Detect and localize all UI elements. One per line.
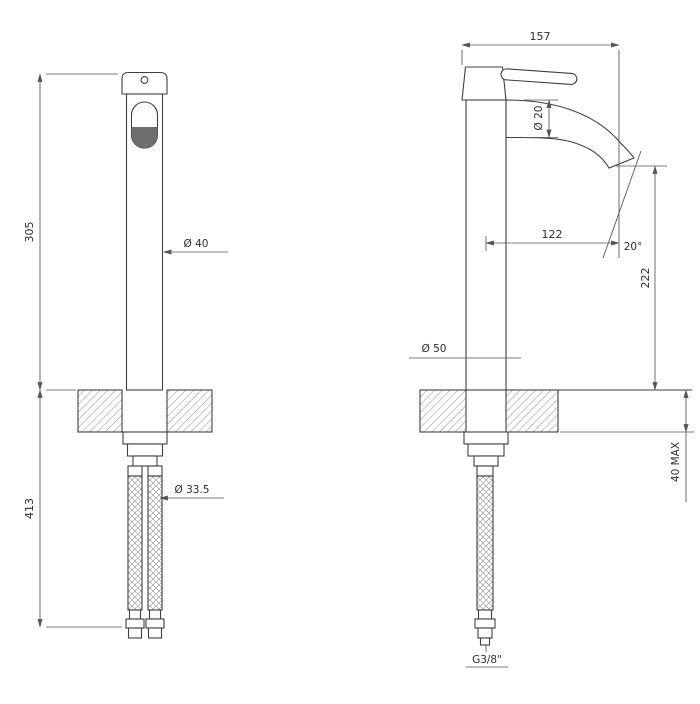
hose-fitting-right-top xyxy=(147,465,163,477)
angle-reference-line xyxy=(602,150,642,259)
mounting-locknut-front xyxy=(122,431,168,445)
hose-connector-left-flange xyxy=(125,618,145,629)
dim-side-spout-angle-label: 20° xyxy=(624,241,643,253)
hose-fitting-side-top xyxy=(476,465,494,477)
dim-front-body-diameter-label: Ø 40 xyxy=(184,238,209,250)
dim-front-height-lower-label: 413 xyxy=(23,498,36,519)
faucet-side-cap xyxy=(461,66,507,101)
cap-screw-icon xyxy=(140,76,149,84)
mounting-nut-front xyxy=(126,443,164,457)
spout-opening-shadow xyxy=(131,127,158,148)
supply-hose-left xyxy=(127,475,143,611)
dim-side-spout-height-label: 222 xyxy=(639,268,652,289)
dimension-labels: 305 413 Ø 40 Ø 33.5 157 Ø 20 122 20° 222… xyxy=(23,30,682,666)
dim-side-deck-thickness-label: 40 MAX xyxy=(670,442,682,482)
inlet-connector-body xyxy=(477,627,493,639)
deck-section-side-left xyxy=(419,389,467,433)
hose-fitting-side-bottom xyxy=(477,609,493,620)
deck-section-front-right xyxy=(166,389,213,433)
mounting-nut-side xyxy=(467,443,505,457)
hose-fitting-right-bottom xyxy=(148,609,162,620)
hose-fitting-left-bottom xyxy=(128,609,142,620)
hose-fitting-left-top xyxy=(127,465,143,477)
inlet-connector-flange xyxy=(474,618,496,629)
hose-connector-right xyxy=(147,627,163,639)
threaded-shank-front xyxy=(132,455,158,467)
dim-front-height-upper-label: 305 xyxy=(23,222,36,243)
side-view xyxy=(419,66,692,646)
dim-side-base-diameter-label: Ø 50 xyxy=(422,343,447,355)
handle-lever xyxy=(500,68,578,85)
threaded-shank-side xyxy=(473,455,499,467)
dim-side-connection-label: G3/8" xyxy=(472,654,502,666)
hose-connector-right-flange xyxy=(145,618,165,629)
dim-front-shank-diameter-label: Ø 33.5 xyxy=(175,484,210,496)
dimension-lines xyxy=(37,42,694,668)
dim-side-overall-depth-label: 157 xyxy=(530,30,551,43)
deck-section-side-right xyxy=(505,389,559,433)
inlet-connector-stub xyxy=(479,637,491,646)
mounting-locknut-side xyxy=(463,431,509,445)
front-view xyxy=(77,71,213,639)
hose-connector-left xyxy=(127,627,143,639)
spout-side xyxy=(505,99,635,169)
deck-section-front-left xyxy=(77,389,123,433)
dim-side-spout-reach-label: 122 xyxy=(542,228,563,241)
supply-hose-right xyxy=(147,475,163,611)
dim-side-spout-diameter-label: Ø 20 xyxy=(533,106,545,131)
supply-hose-side xyxy=(476,475,494,611)
